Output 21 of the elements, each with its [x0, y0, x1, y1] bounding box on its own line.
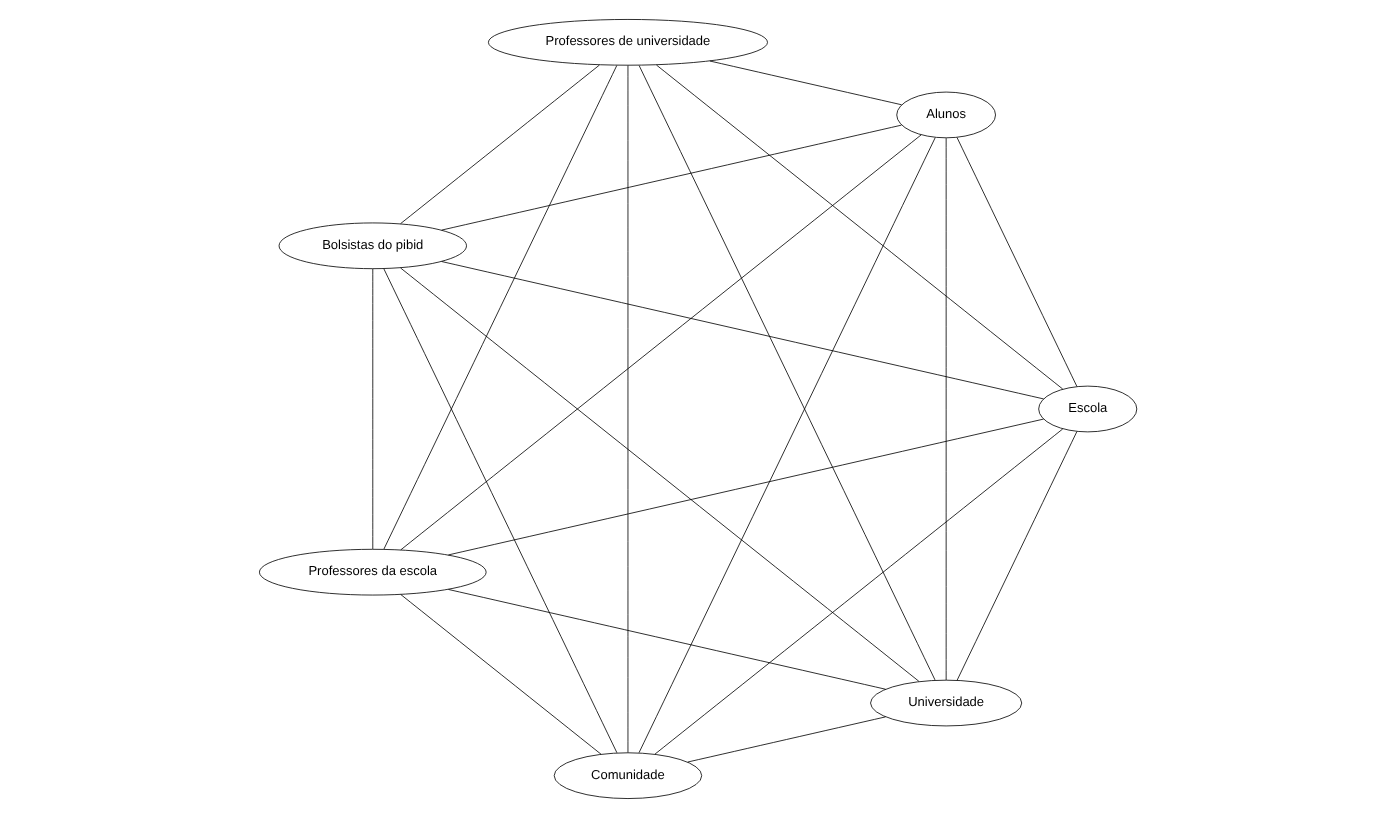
connector — [448, 589, 886, 690]
connector — [638, 137, 936, 754]
connector — [687, 716, 886, 763]
connector — [383, 268, 618, 754]
connector — [956, 137, 1078, 387]
connector — [400, 594, 602, 755]
connector — [447, 418, 1044, 556]
connector — [400, 64, 600, 225]
connector — [956, 431, 1078, 681]
connector — [627, 65, 629, 753]
connector — [656, 64, 1064, 390]
connector — [654, 428, 1064, 755]
connector — [441, 124, 902, 231]
connector — [945, 137, 947, 681]
connector — [400, 134, 922, 551]
connector — [400, 267, 920, 682]
connector — [638, 65, 936, 681]
connector — [383, 65, 618, 550]
connector — [709, 60, 902, 106]
connector — [372, 268, 374, 550]
connector — [441, 261, 1044, 400]
